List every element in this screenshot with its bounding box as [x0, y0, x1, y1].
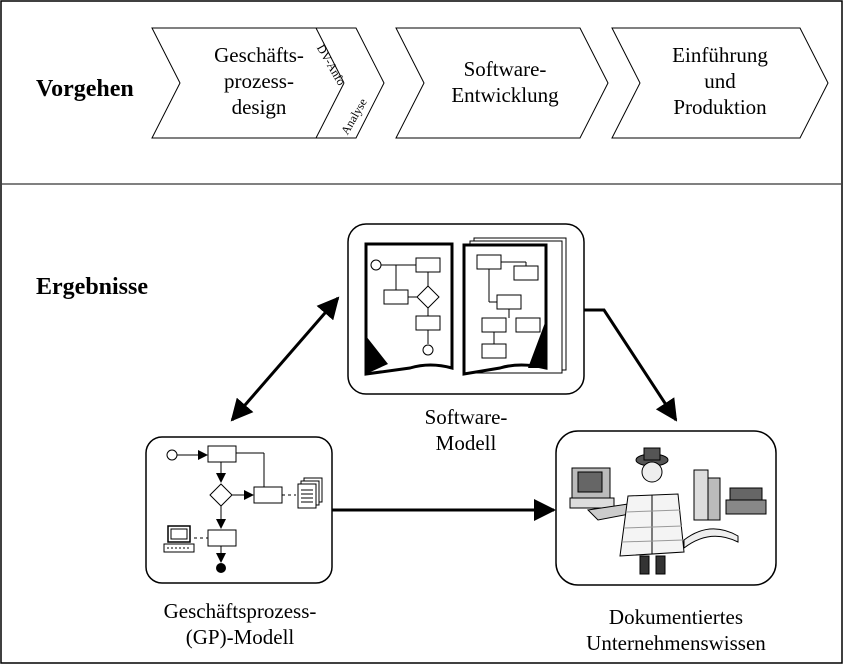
heading-ergebnisse: Ergebnisse	[36, 274, 149, 300]
step-gp-design-label: Geschäfts- prozess- design	[194, 42, 324, 120]
chevron-divider-analyse	[315, 82, 345, 139]
software-model-line-2: Modell	[435, 431, 497, 455]
gp-model-label: Geschäftsprozess- (GP)-Modell	[130, 598, 350, 650]
document-stack-icon	[297, 477, 323, 509]
heading-vorgehen: Vorgehen	[36, 76, 134, 102]
arrow-gp-software-bidirectional	[230, 296, 340, 422]
software-model-line-1: Software-	[424, 405, 508, 429]
step-introduction-label: Einführung und Produktion	[640, 42, 800, 120]
step-gp-design-line-1: Geschäfts-	[214, 43, 304, 67]
chevron-gp-design	[151, 27, 385, 139]
chevron-software-development	[395, 27, 609, 139]
chevron-introduction-production	[611, 27, 829, 139]
step-software-development-line-1: Software-	[463, 57, 547, 81]
step-gp-design-line-2: prozess-	[224, 69, 294, 93]
step-introduction-line-1: Einführung	[672, 43, 768, 67]
knowledge-line-2: Unternehmenswissen	[586, 631, 766, 655]
gp-model-line-1: Geschäftsprozess-	[163, 599, 317, 623]
step-introduction-line-3: Produktion	[673, 95, 767, 119]
chevron-divider-dv	[315, 27, 345, 84]
step-software-development-label: Software- Entwicklung	[430, 56, 580, 108]
gp-model-line-2: (GP)-Modell	[185, 625, 295, 649]
gp-flowchart-icon	[166, 445, 296, 573]
knowledge-line-1: Dokumentiertes	[608, 605, 744, 629]
person-reading-icon	[619, 447, 685, 575]
software-model-label: Software- Modell	[376, 404, 556, 456]
books-icon	[683, 469, 767, 550]
step-introduction-line-2: und	[704, 69, 736, 93]
flowchart-document-icon	[364, 237, 567, 376]
step-software-development-line-2: Entwicklung	[451, 83, 559, 107]
knowledge-label: Dokumentiertes Unternehmenswissen	[566, 604, 786, 656]
arrow-software-to-knowledge	[584, 308, 678, 422]
step-gp-design-line-3: design	[231, 95, 287, 119]
computer-icon	[163, 525, 195, 553]
